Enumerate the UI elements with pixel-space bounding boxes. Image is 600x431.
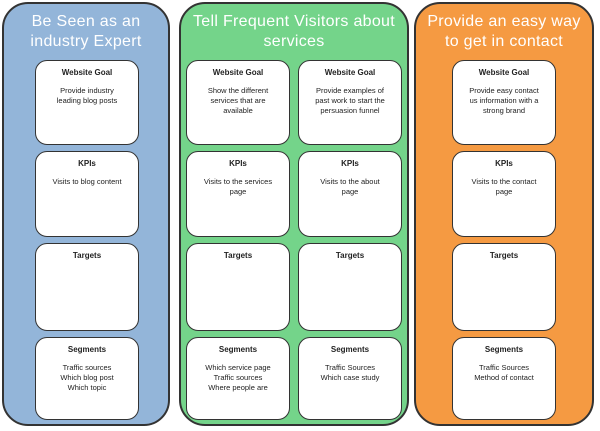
column-title: Tell Frequent Visitors about services [193, 13, 395, 50]
card-segments: Segments Which service page Traffic sour… [186, 337, 290, 420]
card-website-goal: Website Goal Provide examples of past wo… [298, 60, 402, 145]
card-targets: Targets [35, 243, 139, 331]
card-website-goal: Website Goal Provide industry leading bl… [35, 60, 139, 145]
column-industry-expert: Be Seen as an industry Expert Website Go… [2, 2, 170, 426]
card-kpis: KPIs Visits to blog content [35, 151, 139, 237]
card-segments: Segments Traffic Sources Which case stud… [298, 337, 402, 420]
column-title: Be Seen as an industry Expert [30, 13, 142, 50]
card-segments: Segments Traffic Sources Method of conta… [452, 337, 556, 420]
card-targets: Targets [298, 243, 402, 331]
card-segments: Segments Traffic sources Which blog post… [35, 337, 139, 420]
card-targets: Targets [452, 243, 556, 331]
column-title: Provide an easy way to get in contact [427, 13, 581, 50]
card-kpis: KPIs Visits to the about page [298, 151, 402, 237]
card-targets: Targets [186, 243, 290, 331]
card-website-goal: Website Goal Provide easy contact us inf… [452, 60, 556, 145]
card-kpis: KPIs Visits to the services page [186, 151, 290, 237]
card-website-goal: Website Goal Show the different services… [186, 60, 290, 145]
column-frequent-visitors: Tell Frequent Visitors about services We… [179, 2, 409, 426]
card-kpis: KPIs Visits to the contact page [452, 151, 556, 237]
column-easy-contact: Provide an easy way to get in contact We… [414, 2, 594, 426]
